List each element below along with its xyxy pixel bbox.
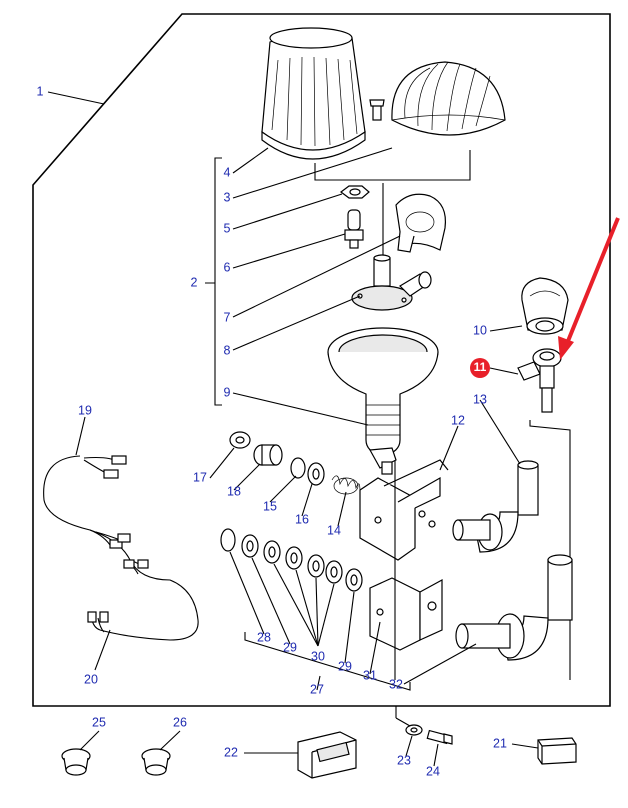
leader-lines	[47, 91, 539, 767]
circlip-15	[290, 457, 306, 479]
screw-small	[369, 99, 385, 121]
callout-13: 13	[473, 392, 487, 406]
callout-31: 31	[363, 668, 377, 682]
callout-8: 8	[224, 343, 231, 357]
mounting-bracket-upper	[359, 459, 449, 561]
callout-22: 22	[224, 745, 238, 759]
rocker-switch-22	[297, 731, 357, 779]
callout-30: 30	[311, 649, 325, 663]
callout-29b: 29	[338, 659, 352, 673]
motor-base	[351, 254, 432, 311]
bolt-24	[426, 729, 453, 745]
callout-10: 10	[473, 323, 487, 337]
group-2-bracket	[205, 157, 222, 406]
lens-leader	[314, 150, 471, 181]
washer-17	[229, 431, 251, 449]
grommet-26	[141, 748, 171, 776]
base-housing	[327, 327, 439, 475]
washer-30d	[325, 560, 343, 584]
callout-1: 1	[37, 84, 44, 98]
callout-4: 4	[224, 165, 231, 179]
callout-2: 2	[191, 275, 198, 289]
callout-21: 21	[493, 736, 507, 750]
callout-16: 16	[295, 512, 309, 526]
callout-7: 7	[224, 310, 231, 324]
callout-24: 24	[426, 764, 440, 778]
amber-lens-dome	[391, 61, 506, 136]
reflector-shield	[395, 193, 447, 253]
washer-30a	[263, 540, 281, 564]
callout-11-badge	[470, 358, 490, 378]
callout-32: 32	[389, 677, 403, 691]
callout-20: 20	[84, 672, 98, 686]
callout-25: 25	[92, 715, 106, 729]
callout-29a: 29	[283, 640, 297, 654]
callout-15: 15	[263, 499, 277, 513]
elbow-pipe-short	[452, 460, 539, 553]
amber-lens-cylinder	[261, 27, 366, 160]
callout-19: 19	[78, 403, 92, 417]
wiring-harness	[43, 455, 199, 641]
callout-3: 3	[224, 190, 231, 204]
callout-12: 12	[451, 413, 465, 427]
group-27-bracket	[244, 632, 411, 691]
mounting-bracket-lower	[369, 577, 443, 651]
callout-9: 9	[224, 385, 231, 399]
callout-23: 23	[397, 753, 411, 767]
circlip-28	[220, 528, 236, 552]
callout-6: 6	[224, 260, 231, 274]
grommet-25	[61, 748, 91, 776]
callout-14: 14	[327, 523, 341, 537]
callout-11: 11	[474, 360, 487, 374]
bulb	[344, 209, 364, 249]
mount-clamp	[521, 277, 569, 335]
callout-18: 18	[227, 484, 241, 498]
washer-23	[405, 724, 423, 736]
callout-17: 17	[193, 470, 207, 484]
callout-27: 27	[310, 682, 324, 696]
assembly-frame	[32, 13, 611, 707]
red-pointer-arrow	[558, 217, 620, 360]
adapter-pin-highlighted	[517, 348, 562, 413]
clip-21	[537, 737, 577, 765]
elbow-pipe-long	[455, 554, 573, 661]
hex-nut	[340, 185, 370, 199]
washer-30c	[307, 554, 325, 578]
callout-5: 5	[224, 221, 231, 235]
callout-28: 28	[257, 630, 271, 644]
washer-30b	[285, 546, 303, 570]
bushing-18	[253, 444, 283, 466]
spring-14	[331, 475, 361, 495]
callout-labels: 1 2 3 4 5 6 7 8 9 10 11 12 13 14 15 16 1…	[37, 84, 507, 778]
washer-16	[307, 462, 325, 486]
callout-26: 26	[173, 715, 187, 729]
washer-29b	[345, 568, 363, 592]
pipe-group-leader	[529, 420, 571, 680]
washer-29a	[241, 534, 259, 558]
